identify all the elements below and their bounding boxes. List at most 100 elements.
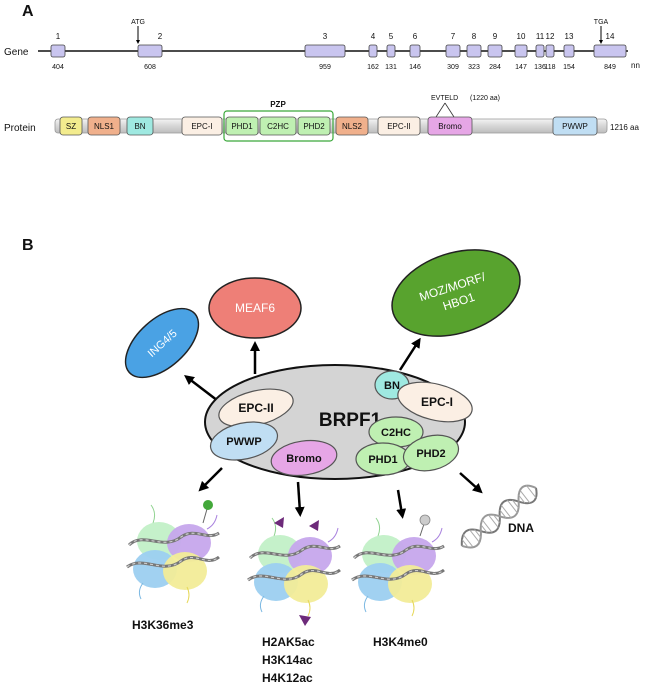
domain-nls2-label: NLS2 — [342, 122, 363, 131]
exon-length: 162 — [367, 64, 379, 71]
nucleosome-h3k4me0 — [350, 514, 446, 618]
center-phd1-label: PHD1 — [368, 454, 397, 466]
exon-box — [487, 44, 503, 58]
exon-length: 284 — [489, 64, 501, 71]
domain-sz-label: SZ — [66, 122, 76, 131]
domain-epc-i-label: EPC-I — [191, 122, 212, 131]
arrow-to-h2ak5 — [294, 481, 305, 517]
panel-a-label: A — [22, 3, 34, 20]
domain-phd2-label: PHD2 — [303, 122, 325, 131]
exon-length: 404 — [52, 64, 64, 71]
center-phd2: PHD2 — [402, 434, 460, 472]
exon-number: 9 — [493, 32, 498, 41]
exon-number: 2 — [158, 32, 163, 41]
acetyl-mark-icon — [309, 520, 319, 531]
domain-pwwp-label: PWWP — [562, 122, 588, 131]
tga-label: TGA — [594, 19, 609, 26]
evteld-aa: (1220 aa) — [470, 95, 500, 102]
exon-box — [304, 44, 346, 58]
exon-number: 7 — [451, 32, 456, 41]
acetyl-mark-icon — [274, 517, 284, 528]
exon-number: 1 — [56, 32, 61, 41]
center-bn-label: BN — [384, 380, 400, 392]
center-bromo: Bromo — [270, 439, 338, 477]
domain-nls2: NLS2 — [335, 116, 369, 136]
domain-phd1-label: PHD1 — [231, 122, 253, 131]
exon-1: 1 404 — [50, 32, 66, 71]
domain-epc-ii-label: EPC-II — [387, 122, 411, 131]
exon-box — [386, 44, 396, 58]
domain-pwwp: PWWP — [552, 116, 598, 136]
center-phd1: PHD1 — [355, 442, 411, 476]
exon-box — [545, 44, 555, 58]
exon-length: 154 — [563, 64, 575, 71]
exon-3: 3 959 — [304, 32, 346, 71]
protein-row-label: Protein — [4, 123, 36, 134]
exon-box — [137, 44, 163, 58]
atg-label: ATG — [131, 19, 145, 26]
protein-length: 1216 aa — [610, 123, 639, 132]
exon-length: 131 — [385, 64, 397, 71]
exon-number: 10 — [517, 32, 526, 41]
partner-meaf6-label: MEAF6 — [235, 301, 275, 315]
panel-b-label: B — [22, 237, 34, 254]
exon-box — [514, 44, 528, 58]
domain-epc-ii: EPC-II — [377, 116, 421, 136]
gene-row-label: Gene — [4, 47, 29, 58]
partner-meaf6: MEAF6 — [208, 277, 302, 339]
domain-phd1: PHD1 — [225, 116, 259, 136]
center-phd2-label: PHD2 — [416, 448, 445, 460]
domain-phd2: PHD2 — [297, 116, 331, 136]
exon-number: 14 — [606, 32, 615, 41]
exon-box — [368, 44, 378, 58]
center-pwwp-label: PWWP — [226, 436, 261, 448]
evteld-pointer-2 — [444, 102, 455, 118]
brpf1-label: BRPF1 — [319, 410, 382, 431]
center-c2hc-label: C2HC — [381, 427, 411, 439]
center-epc-i-label: EPC-I — [421, 395, 453, 409]
brpf1-complex: BRPF1 EPC-II PWWP Bromo BN EPC-I C2HC PH… — [204, 364, 473, 480]
exon-2: 2 608 — [137, 32, 163, 71]
exon-length: 608 — [144, 64, 156, 71]
exon-9: 9 284 — [487, 32, 503, 71]
exon-box — [535, 44, 545, 58]
center-epc-i: EPC-I — [397, 381, 473, 423]
partner-moz-morf-hbo1: MOZ/MORF/ HBO1 — [391, 249, 521, 337]
exon-length: 136 — [534, 64, 546, 71]
center-bromo-label: Bromo — [286, 453, 322, 465]
exon-box — [466, 44, 482, 58]
domain-epc-i: EPC-I — [181, 116, 223, 136]
exon-number: 4 — [371, 32, 376, 41]
domain-sz: SZ — [59, 116, 83, 136]
evteld-label: EVTELD — [431, 95, 458, 102]
acetyl-mark-icon — [299, 615, 311, 626]
exon-box — [445, 44, 461, 58]
exon-number: 5 — [389, 32, 394, 41]
exon-number: 11 — [536, 32, 545, 41]
exon-length: 323 — [468, 64, 480, 71]
exon-number: 6 — [413, 32, 418, 41]
arrow-to-dna — [459, 472, 483, 494]
domain-bn: BN — [126, 116, 154, 136]
exon-length: 146 — [409, 64, 421, 71]
center-epc-ii: EPC-II — [218, 388, 294, 428]
pzp-box — [223, 110, 334, 142]
nucleosome-h3k36me3 — [125, 500, 221, 605]
exon-box — [593, 44, 627, 58]
exon-length: 118 — [544, 64, 555, 71]
exon-box — [563, 44, 575, 58]
arrow-to-h3k4 — [396, 489, 407, 519]
domain-bn-label: BN — [134, 122, 145, 131]
target-acetyl-marks: H2AK5ac H3K14ac H4K12ac — [262, 635, 318, 685]
exon-number: 3 — [323, 32, 328, 41]
center-epc-ii-label: EPC-II — [238, 401, 273, 415]
domain-c2hc: C2HC — [259, 116, 297, 136]
exon-length: 959 — [319, 64, 331, 71]
pzp-label: PZP — [270, 100, 286, 109]
